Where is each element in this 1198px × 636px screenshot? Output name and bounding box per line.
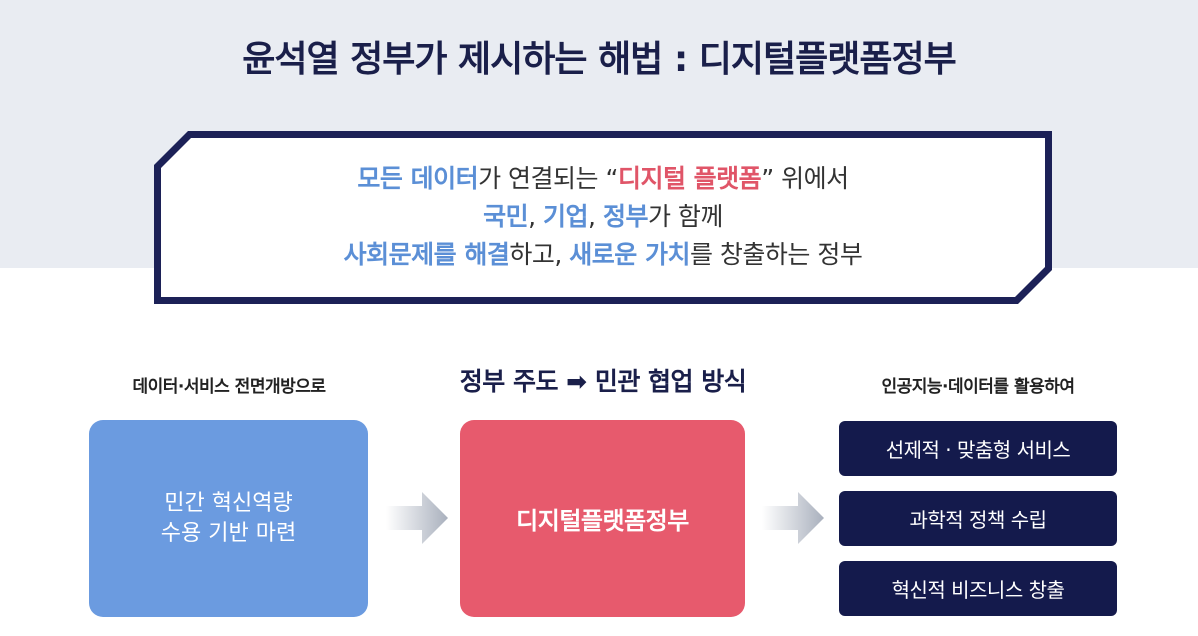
quote-line-3: 사회문제를 해결하고, 새로운 가치를 창출하는 정부	[161, 236, 1045, 274]
quote-highlight-solve: 사회문제를 해결	[343, 240, 510, 269]
right-arrow-icon	[762, 492, 824, 544]
quote-text-fragment: ,	[588, 202, 603, 231]
quote-text-fragment: 가 함께	[647, 202, 723, 231]
quote-text-fragment: ,	[528, 202, 544, 231]
service-item-business: 혁신적 비즈니스 창출	[839, 561, 1117, 616]
quote-text-fragment: ” 위에서	[761, 164, 849, 193]
quote-text: 모든 데이터가 연결되는 “디지털 플랫폼” 위에서 국민, 기업, 정부가 함…	[161, 160, 1045, 274]
quote-highlight-citizens: 국민	[483, 202, 529, 231]
quote-highlight-value: 새로운 가치	[569, 240, 690, 269]
quote-line-1: 모든 데이터가 연결되는 “디지털 플랫폼” 위에서	[161, 160, 1045, 198]
page-title: 윤석열 정부가 제시하는 해법 : 디지털플랫폼정부	[242, 39, 956, 80]
private-innovation-line-2: 수용 기반 마련	[160, 520, 297, 546]
quote-highlight-platform: 디지털 플랫폼	[617, 164, 762, 193]
right-column-heading: 인공지능·데이터를 활용하여	[881, 377, 1075, 397]
digital-platform-government-box: 디지털플랫폼정부	[460, 420, 745, 617]
quote-text-fragment: 를 창출하는 정부	[689, 240, 863, 269]
right-arrow-icon	[386, 492, 448, 544]
quote-panel	[161, 138, 1045, 297]
quote-highlight-government: 정부	[602, 202, 649, 231]
private-innovation-box: 민간 혁신역량 수용 기반 마련	[89, 420, 368, 617]
quote-line-2: 국민, 기업, 정부가 함께	[161, 198, 1045, 236]
left-column-heading: 데이터·서비스 전면개방으로	[132, 377, 326, 397]
private-innovation-line-1: 민간 혁신역량	[164, 490, 293, 516]
quote-text-fragment: 하고,	[509, 240, 570, 269]
service-item-proactive: 선제적 · 맞춤형 서비스	[839, 421, 1117, 476]
service-item-policy: 과학적 정책 수립	[839, 491, 1117, 546]
quote-text-fragment: 가 연결되는 “	[478, 164, 618, 193]
quote-highlight-data: 모든 데이터	[357, 164, 479, 193]
middle-column-heading: 정부 주도 ➡ 민관 협업 방식	[459, 367, 747, 396]
quote-highlight-business: 기업	[543, 202, 589, 231]
